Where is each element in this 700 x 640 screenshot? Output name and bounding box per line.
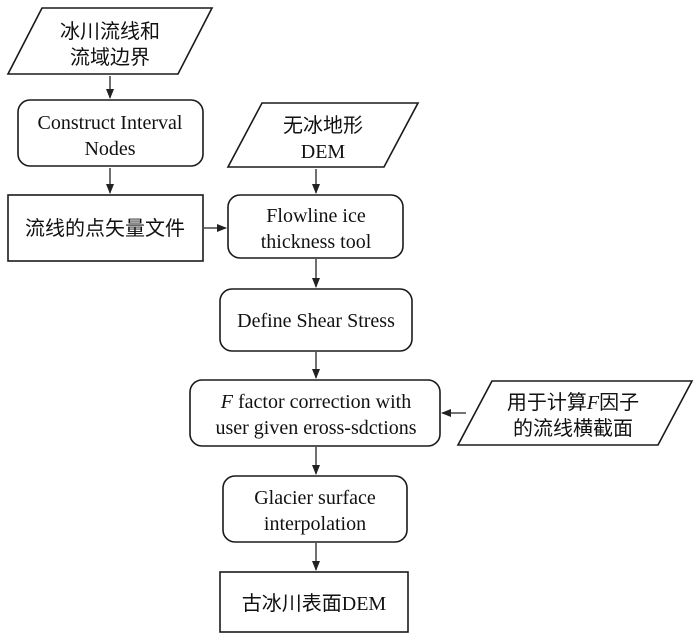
ice-free-dem-node: 无冰地形 DEM: [226, 102, 420, 168]
cross-sections-line1: 用于计算F因子: [507, 391, 639, 414]
paleo-dem-node: 古冰川表面DEM: [219, 571, 409, 633]
point-vector-node: 流线的点矢量文件: [7, 194, 204, 262]
surface-interp-line1: Glacier surface: [254, 487, 376, 509]
flowline-tool-line1: Flowline ice: [266, 205, 366, 227]
glacier-input-line2: 流域边界: [70, 46, 150, 69]
construct-nodes-line2: Nodes: [84, 138, 135, 160]
construct-nodes-line1: Construct Interval: [38, 112, 183, 134]
shear-stress-label: Define Shear Stress: [237, 310, 395, 332]
ice-free-dem-line2: DEM: [301, 141, 346, 163]
paleo-dem-label: 古冰川表面DEM: [242, 592, 387, 615]
ice-free-dem-line1: 无冰地形: [283, 114, 363, 137]
flowline-tool-node: Flowline ice thickness tool: [227, 194, 404, 259]
f-factor-line1: F factor correction with: [220, 391, 411, 413]
f-factor-italic-f: F: [220, 391, 234, 413]
cross-sections-suffix: 因子: [599, 392, 639, 414]
flowline-tool-line2: thickness tool: [261, 231, 372, 253]
glacier-input-node: 冰川流线和 流域边界: [6, 7, 214, 75]
point-vector-label: 流线的点矢量文件: [25, 217, 185, 240]
glacier-input-line1: 冰川流线和: [60, 20, 160, 43]
f-factor-line1-rest: factor correction with: [233, 391, 411, 413]
construct-nodes-node: Construct Interval Nodes: [17, 99, 204, 167]
surface-interp-line2: interpolation: [264, 513, 366, 535]
cross-sections-line2: 的流线横截面: [513, 417, 633, 440]
surface-interp-node: Glacier surface interpolation: [222, 475, 408, 543]
shear-stress-node: Define Shear Stress: [219, 288, 413, 352]
cross-sections-prefix: 用于计算: [507, 391, 587, 414]
f-factor-line2: user given eross-sdctions: [215, 417, 416, 439]
f-factor-node: F factor correction with user given eros…: [189, 379, 441, 447]
cross-sections-italic-f: F: [586, 392, 600, 414]
cross-sections-node: 用于计算F因子 的流线横截面: [456, 380, 694, 446]
